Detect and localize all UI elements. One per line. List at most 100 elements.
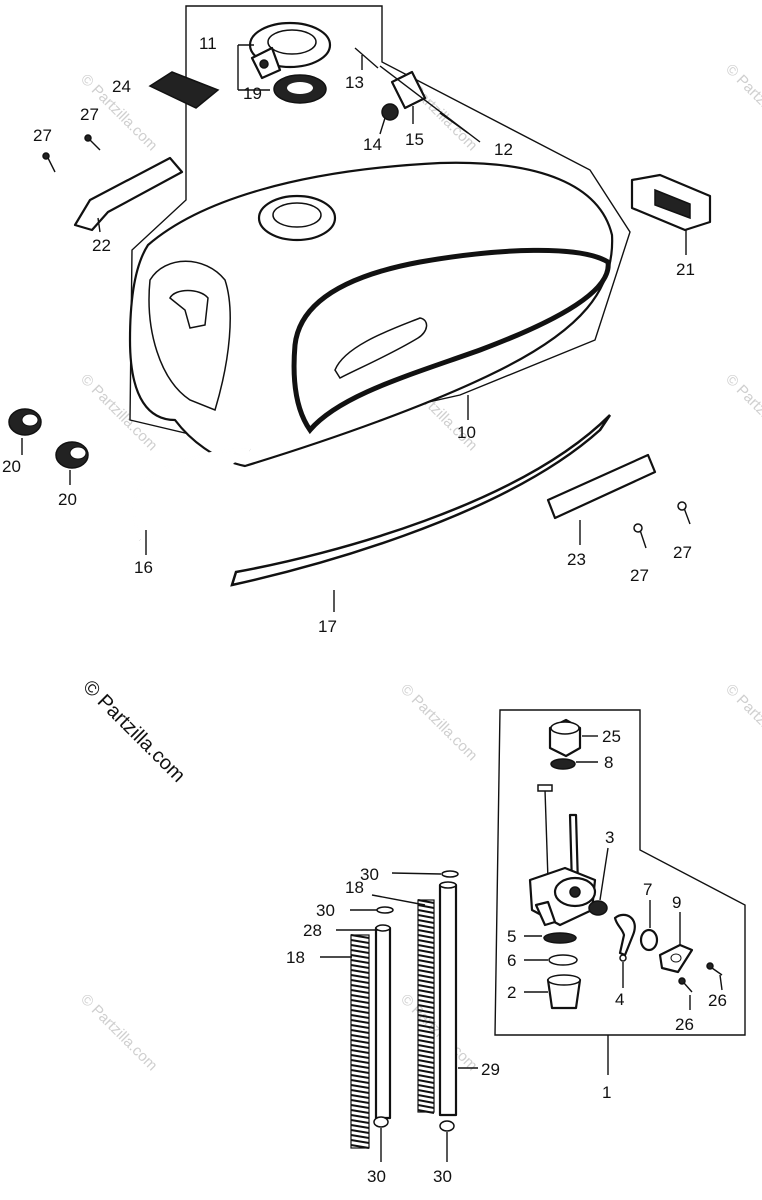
spring-coil [350,994,370,999]
spring-coil [350,1094,370,1099]
spring-coil [417,969,435,974]
pad-24 [148,71,220,109]
callout-30-b: 30 [360,865,379,884]
callout-1: 1 [602,1083,611,1102]
callout-11: 11 [199,34,217,53]
tank-band-16 [132,448,251,541]
spring-coil [417,934,435,939]
spring-coil [350,984,370,989]
spring-coil [417,1094,435,1099]
fuel-valve-body [528,784,597,927]
spring-coil [350,959,370,964]
spring-coil [417,954,435,959]
watermark-faint-3: © Partzilla.com [722,61,762,144]
spring-coil [417,1024,435,1029]
tank-stripe-panel [291,247,611,435]
callout-26-a: 26 [708,991,727,1010]
spring-coil [350,1119,370,1124]
spring-coil [350,989,370,994]
callout-19: 19 [243,84,262,103]
spring-coil [417,909,435,914]
tank-filler-opening [272,202,322,228]
strainer-3 [588,900,608,916]
tube-28 [374,926,392,1120]
spring-coil [350,999,370,1004]
spring-coil [350,979,370,984]
spring-coil [350,1069,370,1074]
tube-29-top [439,881,457,889]
packing-7 [639,928,659,952]
callout-18-b: 18 [286,948,305,967]
valve-lever-4 [613,913,636,957]
spring-coil [350,964,370,969]
washer-8 [550,758,576,770]
spring-coil [350,1049,370,1054]
spring-coil [350,1099,370,1104]
spring-coil [350,1019,370,1024]
callout-30-c: 30 [367,1167,386,1186]
spring-coil [350,939,370,944]
callout-14: 14 [363,135,382,154]
spring-coil [417,974,435,979]
callout-17: 17 [318,617,337,636]
spring-coil [350,1059,370,1064]
leader-3 [599,847,609,901]
honda-emblem: HONDA [546,453,657,520]
plate-hole [670,953,682,963]
spring-outline [417,899,435,1113]
tank-knee-recess [148,260,231,412]
callout-23: 23 [567,550,586,569]
lever-tip [619,954,627,962]
callout-27-d: 27 [673,543,692,562]
spring-coil [350,944,370,949]
screw-27-d [677,501,691,525]
spring-coil [350,1089,370,1094]
spring-coil [417,1049,435,1054]
callout-22: 22 [92,236,111,255]
screw-27-a [42,152,56,173]
spring-coil [350,1084,370,1089]
spring-coil [417,999,435,1004]
callout-26-b: 26 [675,1015,694,1034]
spring-coil [417,1029,435,1034]
sediment-cup-rim [547,974,581,986]
spring-coil [417,984,435,989]
spring-coil [417,944,435,949]
tank-group-outline [129,5,631,446]
callout-10: 10 [457,423,476,442]
spring-coil [417,924,435,929]
spring-coil [417,914,435,919]
spring-coil [350,1109,370,1114]
spring-coil [350,974,370,979]
spring-coil [417,1059,435,1064]
watermark-faint-6: © Partzilla.com [722,371,762,454]
watermark-faint-9: © Partzilla.com [77,991,160,1074]
spring-coil [350,1124,370,1129]
spring-coil [350,1104,370,1109]
spring-coil [350,1014,370,1019]
clip-30-d [439,1120,455,1132]
callout-9: 9 [672,893,681,912]
clip-30-c [373,1116,389,1128]
tank-recess-tab [169,289,209,329]
leader-22 [97,217,101,233]
spring-outline [350,934,370,1149]
grommet-20-b [55,441,89,469]
spring-coil [417,1009,435,1014]
leader-26a [719,974,723,991]
spring-coil [417,1099,435,1104]
spring-coil [417,1044,435,1049]
callout-4: 4 [615,990,624,1009]
spring-coil [417,1074,435,1079]
spring-coil [350,1134,370,1139]
callout-13: 13 [345,73,364,92]
spring-coil [417,1089,435,1094]
spring-coil [350,1074,370,1079]
spring-coil [417,1054,435,1059]
spring-coil [417,964,435,969]
callout-21: 21 [676,260,695,279]
tube-28-top [375,924,391,932]
callout-20-b: 20 [58,490,77,509]
callout-30-d: 30 [433,1167,452,1186]
